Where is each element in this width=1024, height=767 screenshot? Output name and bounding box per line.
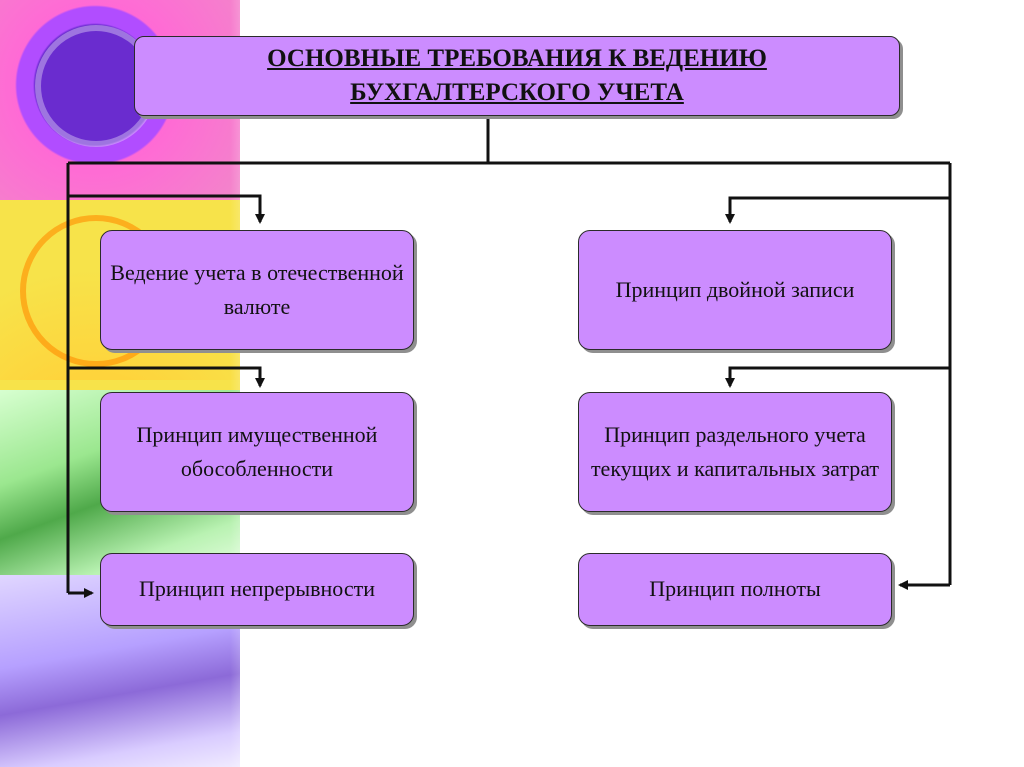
node-domestic-currency: Ведение учета в отечественной валюте <box>100 230 414 350</box>
node-completeness: Принцип полноты <box>578 553 892 626</box>
diagram-title: ОСНОВНЫЕ ТРЕБОВАНИЯ К ВЕДЕНИЮ БУХГАЛТЕРС… <box>134 36 900 116</box>
arrow-to-separateness <box>68 366 265 388</box>
arrow-to-double-entry <box>725 196 950 224</box>
arrow-to-separate-costs <box>725 366 950 388</box>
arrow-to-currency <box>68 194 265 224</box>
node-property-separateness: Принцип имущественной обособленности <box>100 392 414 512</box>
node-double-entry: Принцип двойной записи <box>578 230 892 350</box>
node-separate-costs: Принцип раздельного учета текущих и капи… <box>578 392 892 512</box>
title-line-1: ОСНОВНЫЕ ТРЕБОВАНИЯ К ВЕДЕНИЮ <box>267 45 767 73</box>
title-line-2: БУХГАЛТЕРСКОГО УЧЕТА <box>350 79 684 106</box>
node-continuity: Принцип непрерывности <box>100 553 414 626</box>
